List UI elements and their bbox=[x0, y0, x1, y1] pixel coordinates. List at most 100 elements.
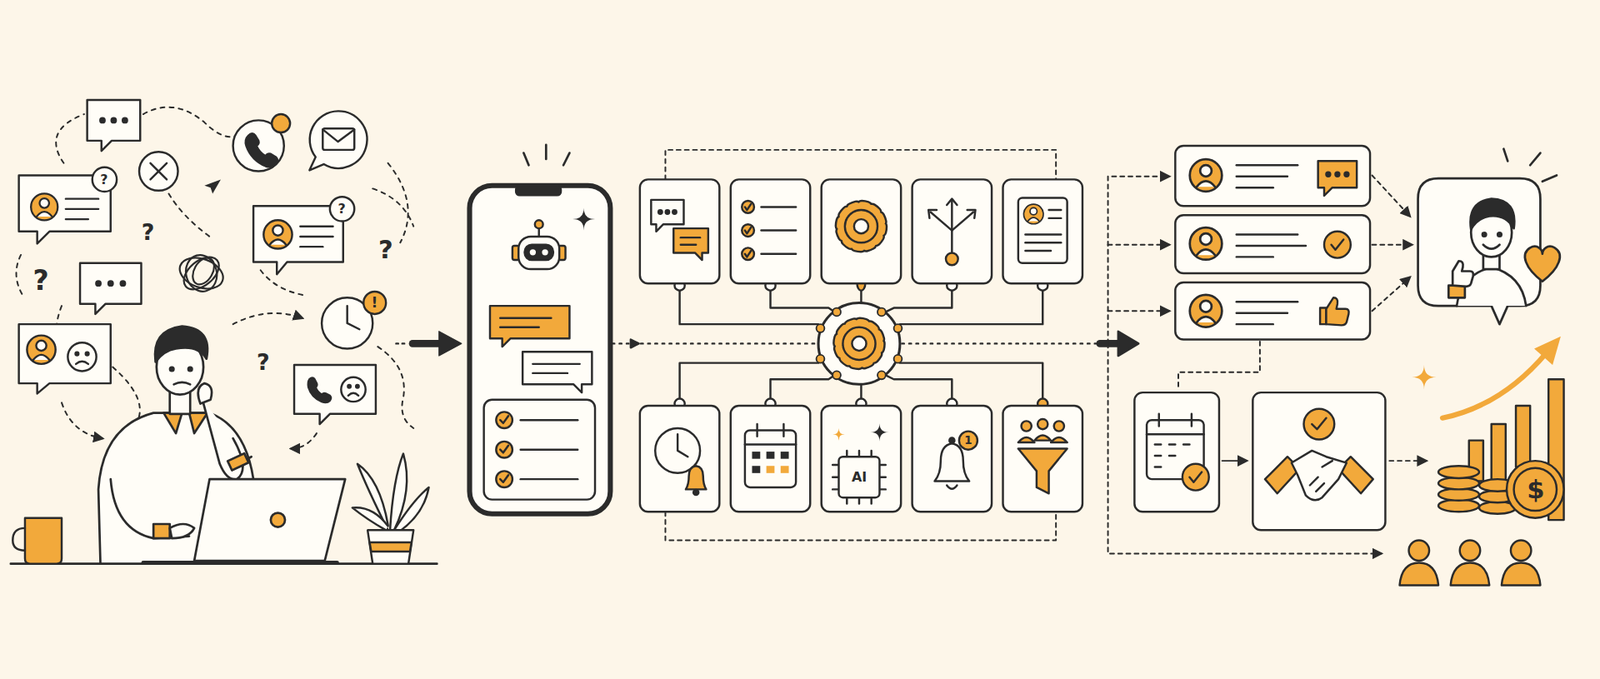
automation-tile bbox=[912, 179, 992, 284]
speech-bubble bbox=[108, 281, 113, 286]
hub-wires bbox=[770, 375, 835, 401]
booking-calendar bbox=[1190, 414, 1193, 427]
unhappy-contact-bubble bbox=[75, 361, 89, 365]
lead-card bbox=[1236, 311, 1288, 314]
group-bracket bbox=[665, 511, 1056, 540]
automation-hub bbox=[851, 336, 866, 351]
dashed-routing bbox=[1389, 460, 1426, 462]
deal-handshake bbox=[1252, 392, 1385, 530]
lead-card bbox=[1175, 145, 1370, 206]
chaos-dashed-paths bbox=[16, 255, 24, 296]
dotted-flow-line bbox=[612, 340, 817, 349]
angry-call-bubble bbox=[347, 385, 350, 388]
lead-funnel-icon bbox=[1018, 448, 1068, 494]
angry-call-bubble bbox=[294, 365, 376, 425]
gear-icon bbox=[840, 205, 882, 247]
chat-icon bbox=[680, 236, 700, 239]
chat-icon bbox=[665, 210, 670, 214]
paper-plane bbox=[204, 179, 221, 194]
unhappy-contact-bubble bbox=[26, 335, 55, 365]
lead-card bbox=[1236, 323, 1274, 325]
revenue-growth bbox=[1514, 468, 1557, 511]
hub-wires bbox=[770, 288, 835, 312]
lead-card bbox=[1325, 172, 1330, 177]
dashed-routing bbox=[1108, 176, 1170, 345]
flow-arrow bbox=[412, 340, 441, 348]
unhappy-contact-bubble bbox=[67, 342, 96, 371]
chip-text: AI bbox=[851, 470, 867, 485]
checklist-card bbox=[500, 475, 509, 483]
checklist-card bbox=[500, 415, 509, 424]
automation-hub bbox=[816, 355, 825, 364]
happy-customer bbox=[1452, 260, 1474, 287]
notification-bell-icon bbox=[949, 438, 955, 444]
lead-card bbox=[1175, 145, 1370, 206]
happy-customer bbox=[1530, 153, 1540, 166]
hub-wires bbox=[900, 363, 1043, 401]
alert-badge: ! bbox=[370, 295, 378, 310]
lead-funnel-icon bbox=[1054, 420, 1065, 431]
phone-rays bbox=[523, 145, 570, 165]
automation-hub bbox=[839, 323, 880, 365]
lead-card bbox=[1236, 175, 1288, 177]
hub-wires bbox=[885, 375, 953, 401]
phone-call-icon bbox=[245, 133, 278, 167]
calendar-icon bbox=[745, 430, 796, 488]
dashed-routing bbox=[1372, 277, 1410, 311]
worried-person bbox=[10, 326, 438, 565]
profile-card-icon bbox=[1018, 197, 1068, 263]
angry-call-bubble bbox=[294, 365, 376, 425]
automation-tile bbox=[821, 405, 901, 512]
lead-funnel-icon bbox=[1050, 437, 1068, 443]
checklist-card bbox=[520, 448, 579, 450]
branch-icon bbox=[951, 212, 974, 231]
worried-person bbox=[188, 367, 192, 371]
chat-messages bbox=[490, 305, 570, 347]
deal-handshake bbox=[1311, 418, 1326, 430]
lead-card bbox=[1236, 233, 1298, 235]
automation-hub bbox=[816, 324, 825, 333]
branch-icon bbox=[967, 210, 976, 219]
contact-bubble bbox=[30, 193, 58, 220]
group-bracket bbox=[665, 150, 1056, 180]
happy-customer bbox=[1542, 175, 1557, 181]
deal-handshake bbox=[1322, 460, 1333, 467]
booking-calendar bbox=[1146, 433, 1205, 435]
chat-messages bbox=[500, 317, 551, 320]
speech-bubble bbox=[87, 100, 141, 151]
clock-alert bbox=[347, 305, 360, 330]
gear-icon bbox=[840, 205, 882, 247]
chat-messages bbox=[490, 305, 592, 393]
angry-call-bubble bbox=[355, 385, 359, 388]
worried-person bbox=[170, 367, 174, 371]
automation-hub bbox=[877, 370, 886, 380]
revenue-growth bbox=[1515, 405, 1530, 467]
revenue-growth bbox=[1438, 465, 1480, 479]
dotted-flow-line bbox=[901, 331, 1139, 356]
contact-bubble bbox=[19, 167, 117, 245]
task-list-icon bbox=[760, 229, 796, 231]
lead-funnel-icon bbox=[1034, 435, 1051, 441]
branch-icon bbox=[945, 252, 959, 265]
ai-chip-icon bbox=[832, 428, 845, 441]
coffee-mug bbox=[12, 518, 62, 565]
mail-icon bbox=[322, 129, 355, 142]
automation-hub bbox=[894, 355, 903, 364]
hub-wires bbox=[900, 288, 1043, 325]
happy-customer bbox=[1418, 178, 1541, 325]
flow-arrow bbox=[395, 342, 409, 345]
automation-tile bbox=[730, 405, 810, 512]
dashed-routing bbox=[1108, 244, 1170, 246]
calendar-icon bbox=[755, 424, 758, 437]
calendar-icon bbox=[745, 443, 796, 445]
chaos-dashed-paths bbox=[290, 433, 317, 449]
cancel-icon bbox=[150, 163, 167, 180]
dotted-flow-line bbox=[1118, 331, 1139, 356]
calendar-icon bbox=[751, 451, 760, 460]
contact-bubble bbox=[300, 245, 323, 248]
lead-card bbox=[1318, 160, 1358, 196]
revenue-growth bbox=[1534, 336, 1561, 365]
dotted-flow-line bbox=[612, 342, 817, 345]
angry-call-bubble bbox=[308, 377, 331, 403]
